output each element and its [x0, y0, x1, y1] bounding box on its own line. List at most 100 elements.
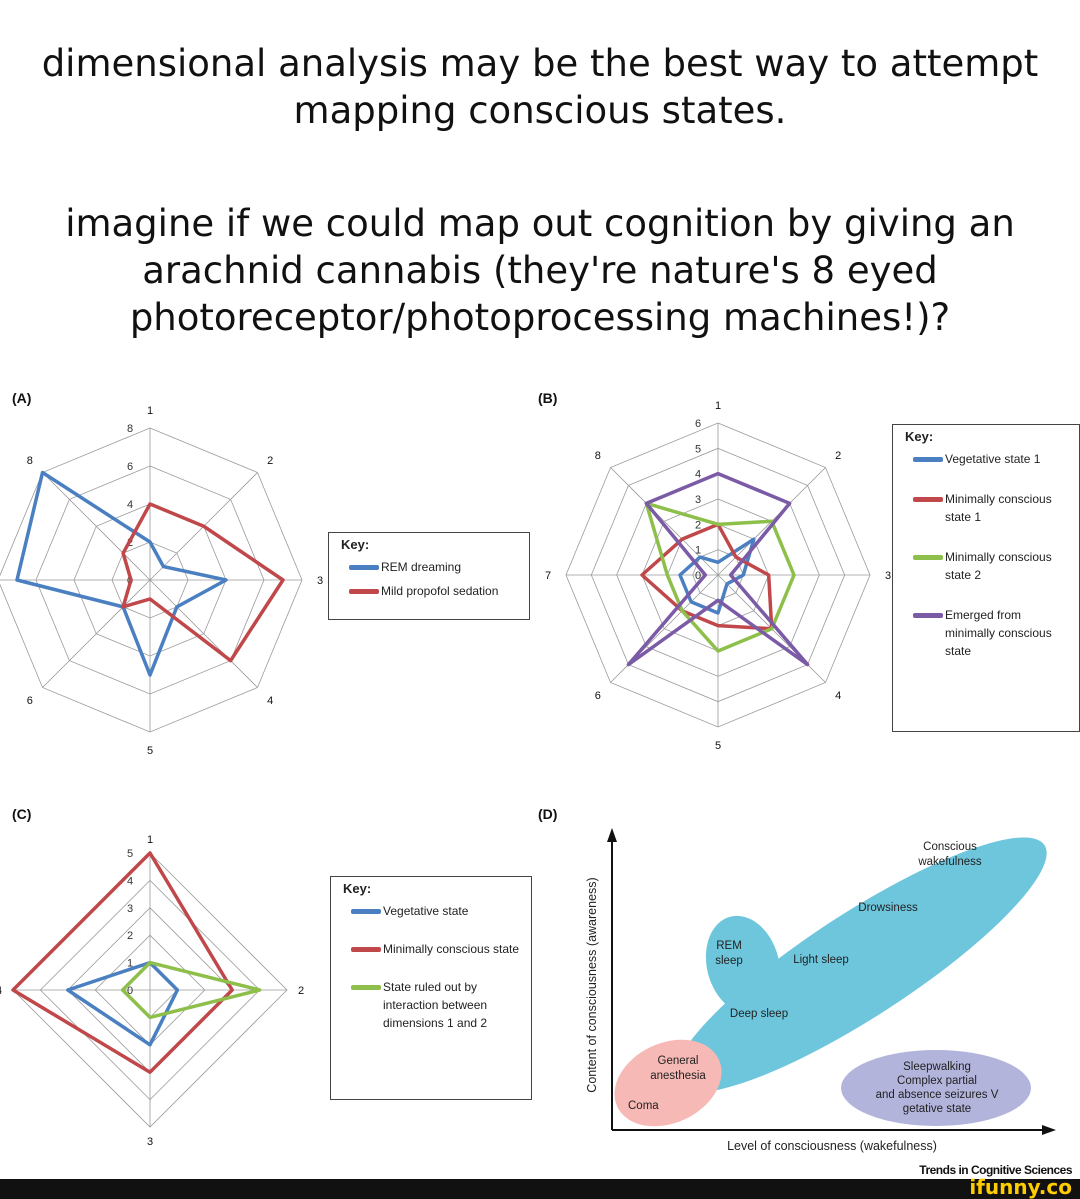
region-label-general: General	[658, 1055, 699, 1067]
radar-axis-label: 2	[298, 985, 304, 997]
panel-d-letter: (D)	[538, 806, 558, 822]
radar-spoke	[610, 574, 719, 683]
region-label-sleepwalking-3: getative state	[903, 1103, 971, 1115]
key-swatch	[913, 613, 943, 618]
region-label-deep-sleep: Deep sleep	[730, 1008, 788, 1020]
region-label-light-sleep: Light sleep	[793, 954, 849, 966]
key-item: Vegetative state 1	[901, 450, 1071, 468]
radar-series-3	[626, 471, 810, 667]
radar-spoke	[149, 579, 258, 688]
radar-tick-label: 1	[695, 545, 701, 557]
key-item: REM dreaming	[337, 558, 521, 576]
region-label-sleepwalking-1: Complex partial	[897, 1075, 977, 1087]
d-y-axis-label: Content of consciousness (awareness)	[585, 877, 599, 1092]
key-swatch	[913, 497, 943, 502]
radar-tick-label: 2	[695, 519, 701, 531]
radar-series-0	[66, 960, 180, 1047]
key-item: Emerged from minimally conscious state	[901, 606, 1071, 660]
radar-axis-label: 2	[267, 455, 273, 467]
radar-axis-label: 3	[147, 1136, 153, 1148]
key-item: State ruled out by interaction between d…	[339, 978, 523, 1032]
radar-axis-label: 3	[317, 575, 323, 587]
radar-series-1	[11, 851, 234, 1074]
d-x-axis-label: Level of consciousness (wakefulness)	[727, 1139, 937, 1153]
region-label-rem: REM	[716, 940, 742, 952]
radar-tick-label: 0	[695, 570, 701, 582]
key-swatch	[913, 555, 943, 560]
radar-chart-0: 0246812345678	[0, 405, 323, 757]
title-line-1: dimensional analysis may be the best way…	[41, 42, 1039, 132]
key-label: Mild propofol sedation	[381, 584, 499, 598]
key-item: Minimally conscious state	[339, 940, 523, 958]
key-item: Mild propofol sedation	[337, 582, 521, 600]
region-rem-ellipse	[705, 915, 781, 1015]
radar-axis-label: 8	[595, 450, 601, 462]
radar-series-1	[121, 502, 285, 663]
radar-tick-label: 5	[695, 443, 701, 455]
source-label: Trends in Cognitive Sciences	[919, 1163, 1072, 1177]
region-label-coma: Coma	[628, 1100, 659, 1112]
key-item: Minimally conscious state 2	[901, 548, 1071, 584]
radar-tick-label: 3	[127, 903, 133, 915]
panel-b-letter: (B)	[538, 390, 558, 406]
region-anesthesia-ellipse	[614, 1039, 722, 1127]
region-sleepwalking-ellipse	[841, 1050, 1031, 1126]
radar-axis-label: 3	[885, 570, 891, 582]
radar-axis-label: 6	[27, 695, 33, 707]
radar-spoke	[42, 579, 151, 688]
radar-series-1	[640, 522, 774, 631]
radar-tick-label: 6	[695, 418, 701, 430]
radar-chart-2: 0123451234	[0, 834, 304, 1148]
radar-tick-label: 4	[127, 875, 133, 887]
radar-axis-label: 5	[715, 740, 721, 752]
key-label: Vegetative state 1	[945, 452, 1041, 466]
key-label: Emerged from minimally conscious state	[945, 608, 1052, 658]
ifunny-logo: ifunny.co	[969, 1175, 1072, 1199]
key-swatch	[351, 947, 381, 952]
d-y-axis-arrow-icon	[607, 828, 617, 842]
region-label-sleepwalking-0: Sleepwalking	[903, 1061, 971, 1073]
key-item: Vegetative state	[339, 902, 523, 920]
region-wakeful-ellipse	[673, 837, 1047, 1093]
radar-axis-label: 7	[545, 570, 551, 582]
radar-axis-label: 2	[835, 450, 841, 462]
radar-series-2	[644, 501, 796, 653]
key-swatch	[349, 589, 379, 594]
radar-axis-label: 1	[715, 400, 721, 412]
radar-axis-label: 1	[147, 834, 153, 846]
region-label-conscious: Conscious	[923, 841, 977, 853]
radar-series-2	[120, 960, 262, 1020]
key-swatch	[351, 985, 381, 990]
d-x-axis-arrow-icon	[1042, 1125, 1056, 1135]
key-item: Minimally conscious state 1	[901, 490, 1071, 526]
footer-bar	[0, 1179, 1080, 1199]
key-c-title: Key:	[343, 881, 372, 896]
key-label: REM dreaming	[381, 560, 462, 574]
radar-axis-label: 4	[835, 690, 841, 702]
radar-spoke	[42, 472, 151, 581]
key-a-title: Key:	[341, 537, 370, 552]
key-label: Minimally conscious state	[383, 942, 520, 956]
radar-series-0	[15, 470, 228, 677]
radar-tick-label: 1	[127, 958, 133, 970]
radar-axis-label: 6	[595, 690, 601, 702]
radar-axis-label: 4	[0, 985, 2, 997]
radar-tick-label: 4	[695, 469, 701, 481]
key-swatch	[349, 565, 379, 570]
region-label-drowsiness: Drowsiness	[858, 902, 918, 914]
region-label-anesthesia: anesthesia	[650, 1070, 706, 1082]
key-swatch	[351, 909, 381, 914]
title-line-2: imagine if we could map out cognition by…	[65, 202, 1015, 339]
radar-tick-label: 0	[127, 985, 133, 997]
panel-a-letter: (A)	[12, 390, 32, 406]
radar-axis-label: 1	[147, 405, 153, 417]
key-swatch	[913, 457, 943, 462]
key-label: Vegetative state	[383, 904, 469, 918]
radar-tick-label: 6	[127, 461, 133, 473]
key-label: State ruled out by interaction between d…	[383, 980, 488, 1030]
